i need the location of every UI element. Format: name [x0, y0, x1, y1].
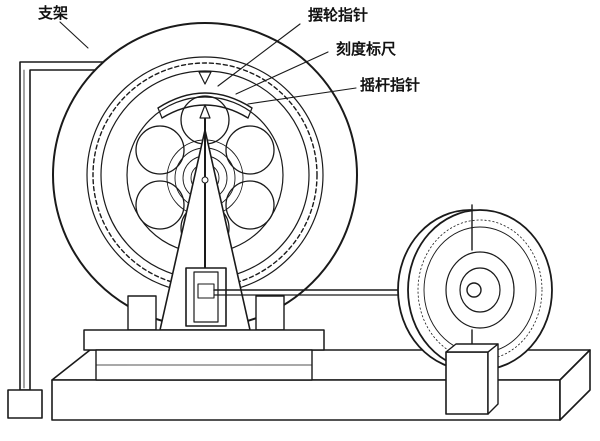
balance-wheel-pointer-label: 摆轮指针 — [308, 6, 369, 24]
slider-block — [185, 267, 227, 327]
leader-lines — [59, 21, 357, 105]
scale-label: 刻度标尺 — [336, 40, 397, 58]
dial-post — [445, 343, 499, 415]
stand-label: 支架 — [38, 4, 69, 22]
support-blocks — [83, 295, 325, 381]
rocker-pointer-label: 摇杆指针 — [360, 76, 421, 94]
